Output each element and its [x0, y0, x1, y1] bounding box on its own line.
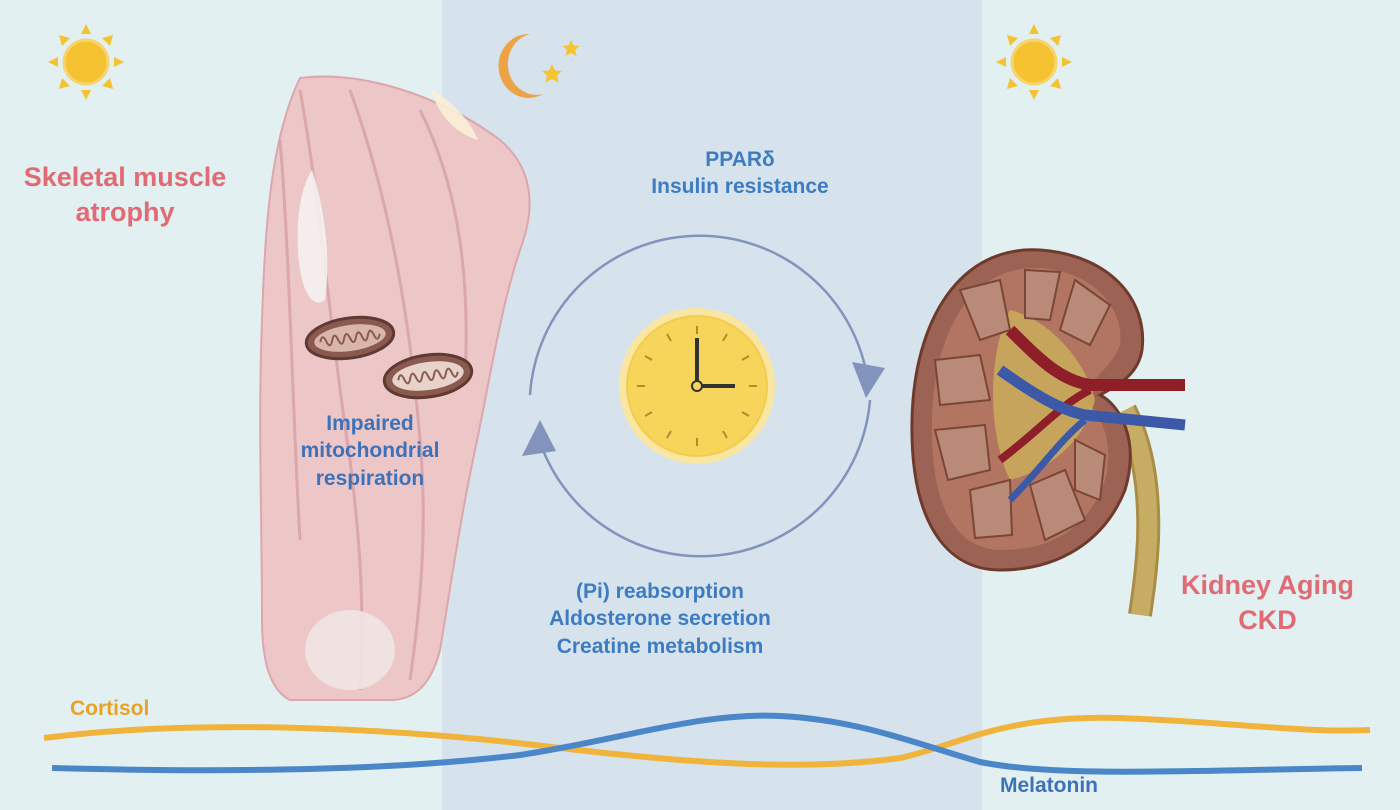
cycle-arrow-top	[528, 234, 870, 396]
mito-line-1: Impaired	[326, 412, 414, 435]
cycle-bottom-line-3: Creatine metabolism	[556, 634, 764, 658]
cycle-arrowhead-right	[852, 362, 885, 398]
cycle-bottom-label: (Pi) reabsorption Aldosterone secretion …	[490, 578, 830, 660]
star-icon	[542, 64, 562, 83]
muscle-title-line-1: Skeletal muscle	[23, 162, 227, 192]
mitochondria-label: Impaired mitochondrial respiration	[270, 410, 470, 492]
sun-icon	[996, 24, 1072, 100]
cycle-top-line-1: PPARδ	[705, 148, 775, 171]
cycle-top-line-2: Insulin resistance	[651, 175, 829, 199]
mito-line-3: respiration	[315, 466, 425, 490]
cortisol-label: Cortisol	[70, 697, 150, 720]
cycle-bottom-line-1: (Pi) reabsorption	[575, 580, 744, 603]
muscle-title-line-2: atrophy	[75, 197, 175, 228]
kidney-title-line-2: CKD	[1238, 605, 1297, 636]
kidney-icon	[910, 248, 1186, 617]
mitochondrion-icon	[382, 352, 474, 400]
kidney-title-line-1: Kidney Aging	[1181, 570, 1354, 600]
cycle-arrow-bottom	[536, 399, 872, 558]
cycle-bottom-line-2: Aldosterone secretion	[549, 607, 771, 631]
muscle-atrophy-title: Skeletal muscle atrophy	[0, 160, 250, 230]
cortisol-curve	[43, 714, 1371, 768]
mitochondrion-icon	[304, 315, 396, 361]
kidney-aging-title: Kidney Aging CKD	[1150, 568, 1385, 638]
sun-icon	[48, 24, 124, 100]
star-icon	[562, 40, 580, 56]
cycle-arrowhead-left	[522, 420, 556, 456]
moon-icon	[498, 33, 543, 98]
melatonin-label: Melatonin	[1000, 774, 1098, 797]
mito-line-2: mitochondrial	[300, 439, 440, 463]
melatonin-curve	[51, 712, 1363, 775]
clock-icon	[619, 308, 775, 464]
cycle-top-label: PPARδ Insulin resistance	[590, 146, 890, 201]
